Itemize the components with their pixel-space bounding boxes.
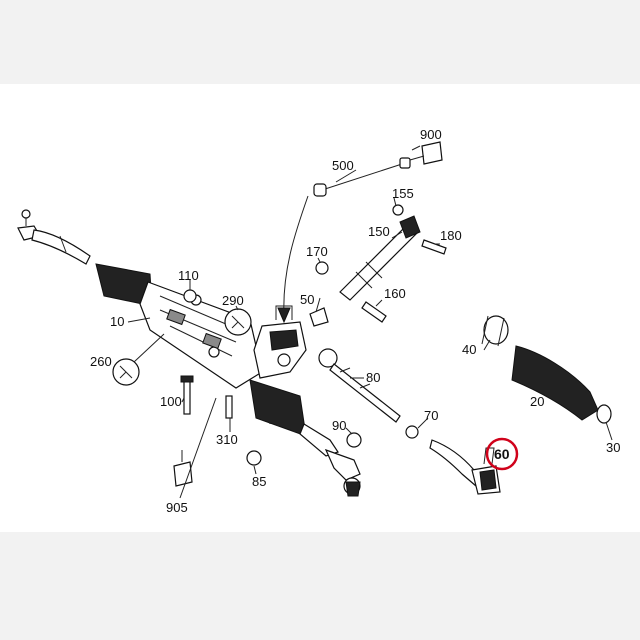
callout-100: 100 bbox=[160, 394, 182, 409]
callout-900: 900 bbox=[420, 127, 442, 142]
inner-tie-rod bbox=[318, 348, 419, 439]
callout-70: 70 bbox=[424, 408, 438, 423]
callout-80: 80 bbox=[366, 370, 380, 385]
callout-10: 10 bbox=[110, 314, 124, 329]
leader-lines bbox=[127, 145, 613, 499]
callout-90: 90 bbox=[332, 418, 346, 433]
steering-rack-body bbox=[95, 263, 361, 497]
callout-labels: 900 500 155 150 180 170 160 110 290 50 1… bbox=[90, 127, 620, 515]
callout-50: 50 bbox=[300, 292, 314, 307]
callout-40: 40 bbox=[462, 342, 476, 357]
callout-20: 20 bbox=[530, 394, 544, 409]
right-boot-kit bbox=[481, 315, 612, 424]
steering-shaft-parts bbox=[277, 141, 447, 327]
callout-905: 905 bbox=[166, 500, 188, 515]
callout-500: 500 bbox=[332, 158, 354, 173]
callout-155: 155 bbox=[392, 186, 414, 201]
callout-290: 290 bbox=[222, 293, 244, 308]
callout-110: 110 bbox=[178, 268, 199, 283]
callout-170: 170 bbox=[306, 244, 328, 259]
highlight-ring bbox=[485, 437, 519, 471]
callout-180: 180 bbox=[440, 228, 462, 243]
callout-30: 30 bbox=[606, 440, 620, 455]
callout-60[interactable]: 60 bbox=[494, 446, 510, 462]
callout-85: 85 bbox=[252, 474, 266, 489]
callout-160: 160 bbox=[384, 286, 406, 301]
left-tie-rod-end bbox=[17, 209, 91, 265]
callout-150: 150 bbox=[368, 224, 390, 239]
diagram-panel bbox=[0, 84, 640, 532]
small-parts bbox=[112, 289, 362, 487]
callout-310: 310 bbox=[216, 432, 238, 447]
outer-tie-rod-end bbox=[429, 439, 501, 495]
callout-260: 260 bbox=[90, 354, 112, 369]
